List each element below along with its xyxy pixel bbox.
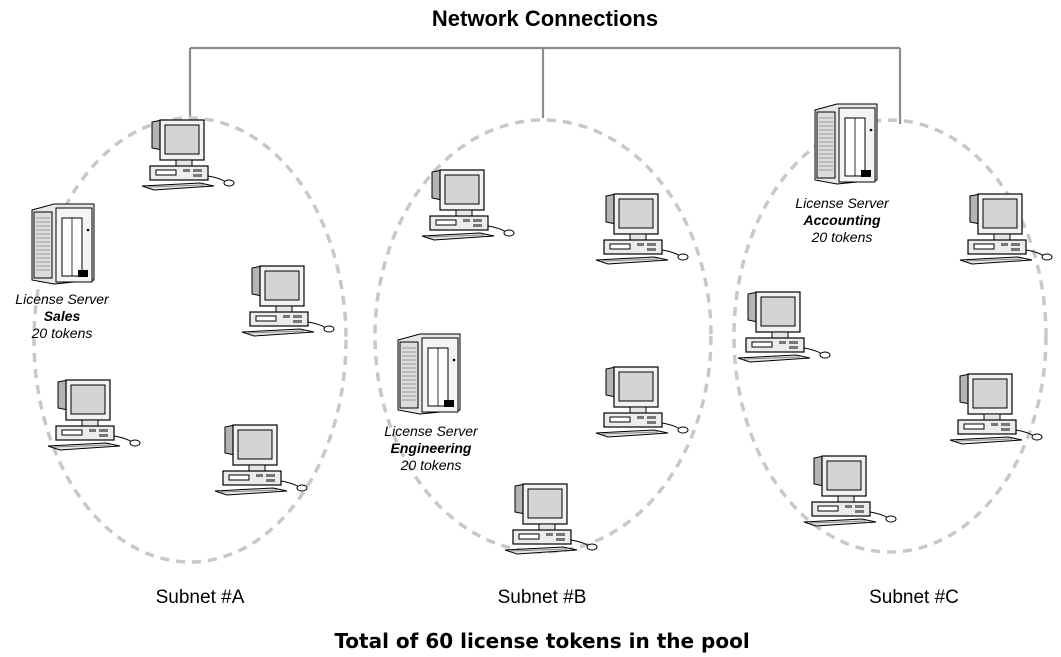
desktop-computer-icon <box>141 119 235 191</box>
desktop-computer-icon <box>421 169 515 241</box>
subnet-b: License Server Engineering 20 tokens <box>384 169 689 555</box>
server-name: Engineering <box>391 440 472 456</box>
diagram-title: Network Connections <box>432 6 658 31</box>
desktop-computer-icon <box>803 455 897 527</box>
subnet-b-boundary <box>373 118 713 554</box>
tower-server-icon <box>814 103 878 185</box>
server-name: Sales <box>44 308 81 324</box>
server-label-line1: License Server <box>15 291 110 307</box>
server-label-line1: License Server <box>384 423 479 439</box>
subnet-c: License Server Accounting 20 tokens <box>737 103 1053 527</box>
desktop-computer-icon <box>959 193 1053 265</box>
network-backbone <box>188 46 902 128</box>
server-token-count: 20 tokens <box>31 325 93 341</box>
desktop-computer-icon <box>737 291 831 363</box>
server-label-line1: License Server <box>795 195 890 211</box>
server-name: Accounting <box>803 212 881 228</box>
desktop-computer-icon <box>504 483 598 555</box>
subnet-a: License Server Sales 20 tokens <box>15 119 335 496</box>
tower-server-icon <box>397 333 461 415</box>
desktop-computer-icon <box>595 193 689 265</box>
desktop-computer-icon <box>949 373 1043 445</box>
tower-server-icon <box>31 203 95 285</box>
desktop-computer-icon <box>214 424 308 496</box>
subnet-c-boundary <box>732 118 1048 554</box>
subnet-c-label: Subnet #C <box>869 587 959 608</box>
subnet-b-label: Subnet #B <box>498 587 587 608</box>
server-token-count: 20 tokens <box>811 229 873 245</box>
subnet-a-label: Subnet #A <box>156 587 245 608</box>
subnet-a-boundary <box>32 116 348 564</box>
desktop-computer-icon <box>595 366 689 438</box>
desktop-computer-icon <box>241 265 335 337</box>
pool-total-caption: Total of 60 license tokens in the pool <box>334 629 749 653</box>
desktop-computer-icon <box>47 379 141 451</box>
server-token-count: 20 tokens <box>400 457 462 473</box>
